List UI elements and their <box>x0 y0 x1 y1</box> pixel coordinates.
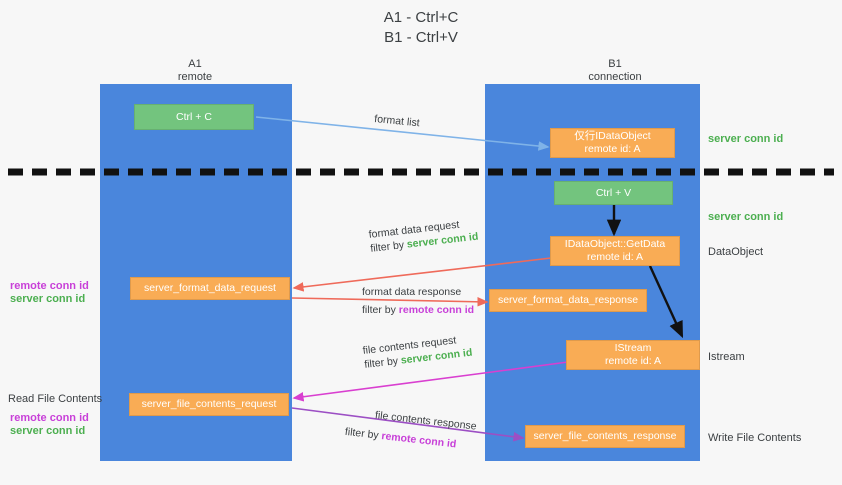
box-server-file-contents-response[interactable]: server_file_contents_response <box>525 425 685 448</box>
column-a1-name: A1 <box>188 58 202 70</box>
box-server-file-contents-request-label: server_file_contents_request <box>141 398 277 410</box>
page-title: A1 - Ctrl+C B1 - Ctrl+V <box>0 8 842 48</box>
box-idataobject[interactable]: 仅行IDataObject remote id: A <box>550 128 675 158</box>
label-dataobject: DataObject <box>708 246 764 258</box>
edge-label-format-data-response: format data response filter by remote co… <box>362 285 474 317</box>
box-server-file-contents-request[interactable]: server_file_contents_request <box>129 393 289 416</box>
box-server-file-contents-response-label: server_file_contents_response <box>533 430 677 442</box>
edge-label-file-contents-response: file contents response filter by remote … <box>344 405 477 454</box>
box-idataobject-line2: remote id: A <box>584 143 641 155</box>
filter-value-remote-conn-id: remote conn id <box>398 304 475 316</box>
column-header-b1: B1 connection <box>545 58 685 84</box>
label-server-conn-id-lower: server conn id <box>10 425 86 437</box>
label-remote-conn-id-upper: remote conn id <box>10 280 89 292</box>
filter-prefix: filter by <box>362 304 399 316</box>
title-line-2: B1 - Ctrl+V <box>384 29 458 46</box>
column-b1-name: B1 <box>608 58 622 70</box>
label-server-conn-id-upper: server conn id <box>10 293 86 305</box>
box-server-format-data-request[interactable]: server_format_data_request <box>130 277 290 300</box>
column-b1-role: connection <box>588 71 642 83</box>
box-ctrl-c[interactable]: Ctrl + C <box>134 104 254 130</box>
edge-label-file-contents-request: file contents request filter by server c… <box>362 332 473 372</box>
box-idataobject-getdata[interactable]: IDataObject::GetData remote id: A <box>550 236 680 266</box>
box-istream[interactable]: IStream remote id: A <box>566 340 700 370</box>
label-write-file-contents: Write File Contents <box>708 432 802 444</box>
label-remote-conn-id-lower: remote conn id <box>10 412 89 424</box>
edge-label-format-list-text: format list <box>373 112 421 130</box>
box-getdata-line2: remote id: A <box>586 251 644 263</box>
box-istream-line2: remote id: A <box>604 355 662 367</box>
box-ctrl-c-label: Ctrl + C <box>176 110 212 123</box>
column-header-a1: A1 remote <box>130 58 260 84</box>
box-ctrl-v[interactable]: Ctrl + V <box>554 181 673 205</box>
label-read-file-contents: Read File Contents <box>8 393 103 405</box>
box-istream-line1: IStream <box>614 342 652 354</box>
box-server-format-data-response-label: server_format_data_response <box>497 294 639 306</box>
filter-prefix: filter by <box>344 425 383 442</box>
edge-format-data-response-filter: filter by remote conn id <box>362 303 474 317</box>
box-server-format-data-response[interactable]: server_format_data_response <box>489 289 647 312</box>
label-server-conn-id-top: server conn id <box>708 133 784 145</box>
label-server-conn-id-mid: server conn id <box>708 211 784 223</box>
box-getdata-line1: IDataObject::GetData <box>564 238 666 250</box>
column-a1-role: remote <box>177 71 213 83</box>
title-line-1: A1 - Ctrl+C <box>383 9 459 26</box>
box-idataobject-line1: 仅行IDataObject <box>574 130 651 142</box>
filter-prefix: filter by <box>369 238 408 255</box>
box-ctrl-v-label: Ctrl + V <box>595 186 632 199</box>
box-server-format-data-request-label: server_format_data_request <box>144 282 276 294</box>
label-istream: Istream <box>708 351 745 363</box>
edge-label-format-data-request: format data request filter by server con… <box>368 216 479 256</box>
filter-prefix: filter by <box>363 354 402 371</box>
filter-value-remote-conn-id: remote conn id <box>380 430 457 451</box>
edge-format-data-response-title: format data response <box>362 286 462 298</box>
edge-label-format-list: format list <box>374 112 421 130</box>
